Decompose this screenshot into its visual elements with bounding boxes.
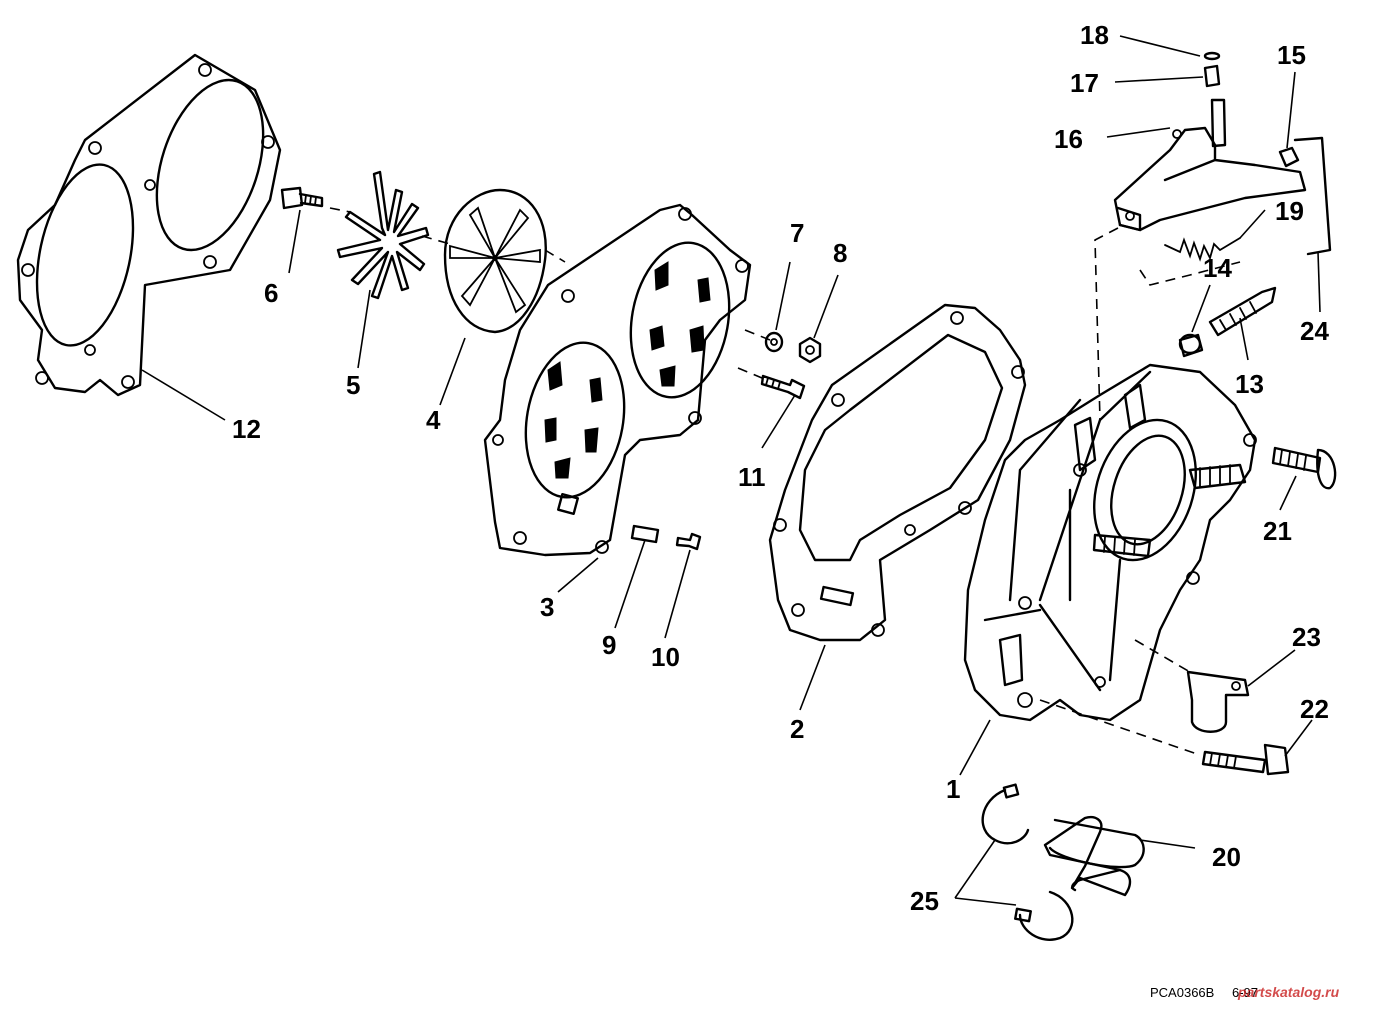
callout-9: 9: [602, 630, 616, 660]
bushing-17: [1203, 64, 1221, 88]
retainer-18: [1203, 51, 1221, 61]
callout-17: 17: [1070, 68, 1099, 98]
watermark: partskatalog.ru: [1237, 984, 1340, 1000]
screw-10: [675, 532, 702, 551]
gasket-2: [768, 303, 1027, 642]
callout-7: 7: [790, 218, 804, 248]
callout-12: 12: [232, 414, 261, 444]
callout-14: 14: [1203, 253, 1232, 283]
bolt-22: [1201, 743, 1290, 776]
alignment-lines: [329, 207, 1241, 756]
callout-25: 25: [910, 886, 939, 916]
leader-lines: [141, 35, 1321, 906]
rod-24: [1293, 136, 1332, 256]
clamp-25-lower: [1014, 890, 1074, 941]
reed-5: [336, 170, 430, 300]
callout-11: 11: [738, 462, 766, 492]
callout-24: 24: [1300, 316, 1329, 346]
reed-stop-4: [443, 188, 547, 334]
callout-15: 15: [1277, 40, 1306, 70]
gasket-12: [16, 53, 282, 397]
callout-6: 6: [264, 278, 278, 308]
callout-4: 4: [426, 405, 441, 435]
reed-plate-3: [483, 203, 752, 557]
nut-8: [798, 336, 822, 364]
callout-21: 21: [1263, 516, 1292, 546]
callout-2: 2: [790, 714, 804, 744]
callout-10: 10: [651, 642, 680, 672]
screw-13: [1208, 286, 1277, 337]
callout-18: 18: [1080, 20, 1109, 50]
screw-21: [1271, 446, 1337, 490]
callout-5: 5: [346, 370, 360, 400]
callout-22: 22: [1300, 694, 1329, 724]
callout-13: 13: [1235, 369, 1264, 399]
drawing-code: PCA0366B: [1150, 985, 1214, 1000]
drawing-date: 6-97: [1232, 985, 1258, 1000]
clip-23: [1186, 670, 1250, 733]
nut-15: [1278, 146, 1300, 168]
clamp-25-upper: [981, 783, 1030, 845]
fitting-14: [1178, 333, 1204, 358]
washer-7: [764, 331, 784, 353]
callout-23: 23: [1292, 622, 1321, 652]
callout-19: 19: [1275, 196, 1304, 226]
spring-19: [1164, 237, 1241, 262]
callout-8: 8: [833, 238, 847, 268]
callout-16: 16: [1054, 124, 1083, 154]
hose-20: [1043, 816, 1145, 897]
callout-labels: 1 2 3 4 5 6 7 8 9 10 11 12 13 14 15 16 1…: [232, 20, 1329, 916]
pump-housing-1: [963, 363, 1257, 722]
footer: PCA0366B 6-97 partskatalog.ru: [1150, 984, 1340, 1000]
callout-20: 20: [1212, 842, 1241, 872]
callout-1: 1: [946, 774, 960, 804]
screw-11: [760, 374, 806, 400]
linkage-16: [1113, 98, 1307, 232]
screw-6: [280, 186, 324, 210]
callout-3: 3: [540, 592, 554, 622]
pin-9: [630, 524, 660, 544]
